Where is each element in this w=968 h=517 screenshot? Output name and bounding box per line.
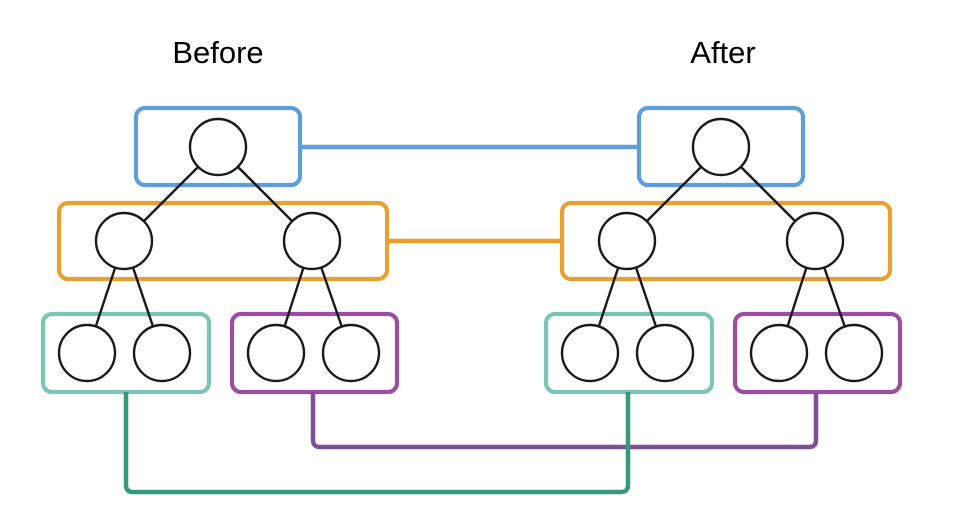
leaf-node [132,323,192,383]
leaf-node [246,323,306,383]
after-title: After [690,35,755,70]
leaf-node [321,323,381,383]
internal-node [785,211,845,271]
leaf-node [560,323,620,383]
leaf-node [749,323,809,383]
tree-after [543,105,903,395]
leaf-node [824,323,884,383]
internal-node [597,211,657,271]
left-leaf-link-line [123,392,631,495]
internal-node [94,211,154,271]
internal-node [282,211,342,271]
leaf-node [635,323,695,383]
root-node [188,117,248,177]
tree-before [40,105,400,395]
right-leaf-link-line [310,392,819,450]
root-node [691,117,751,177]
before-title: Before [172,35,263,70]
leaf-node [57,323,117,383]
